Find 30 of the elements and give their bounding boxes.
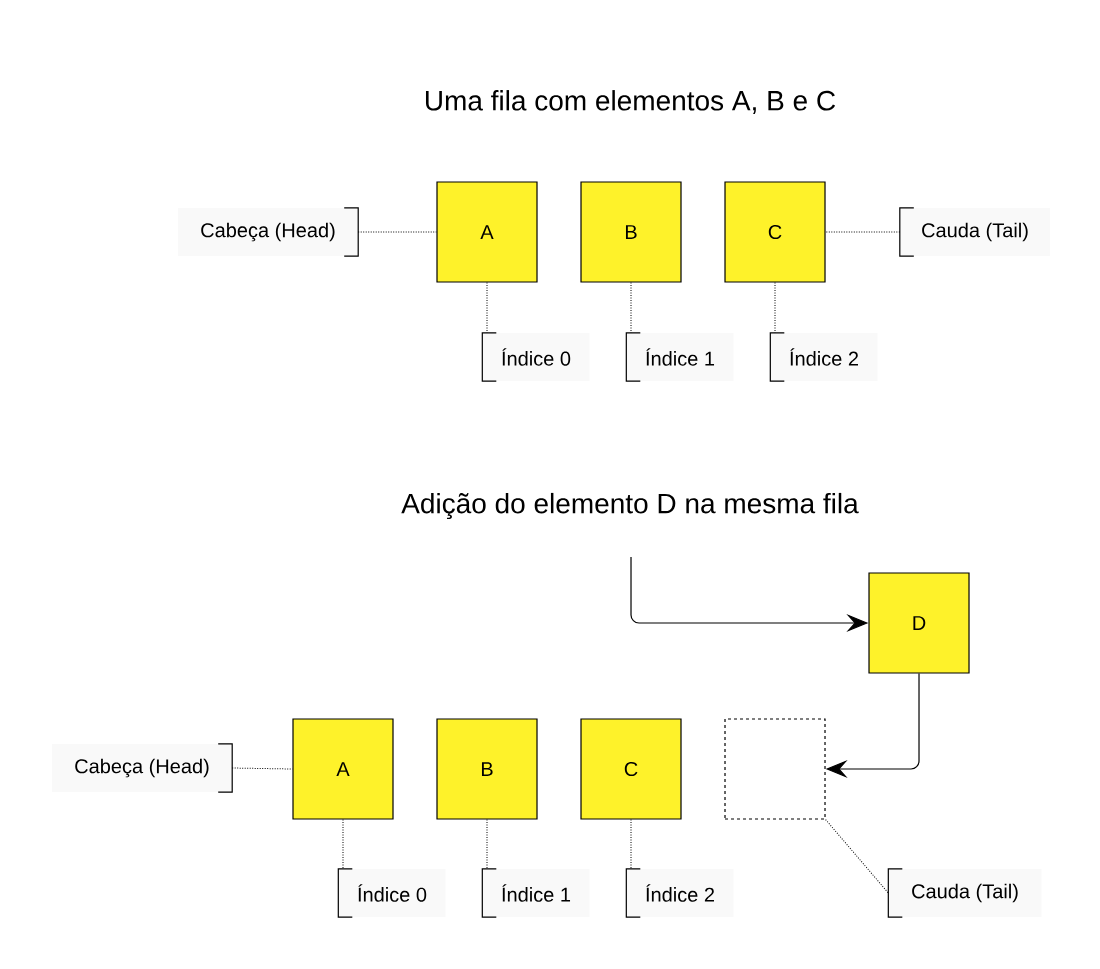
heading: Adição do elemento D na mesma fila xyxy=(401,492,859,520)
heading: Uma fila com elementos A, B e C xyxy=(426,90,836,114)
leader-line xyxy=(342,819,344,870)
callout-label: Índice 0 xyxy=(481,332,590,382)
callout-label: Índice 1 xyxy=(481,868,590,918)
callout-label: Cabeça (Head) xyxy=(52,743,233,793)
placeholder-box xyxy=(724,718,826,820)
callout-label: Índice 2 xyxy=(625,868,734,918)
leader-line xyxy=(357,231,437,233)
callout-label: Índice 1 xyxy=(625,332,734,382)
callout-label: Cauda (Tail) xyxy=(899,207,1050,257)
element-box: A xyxy=(292,718,394,820)
element-box: B xyxy=(436,718,538,820)
callout-label: Índice 0 xyxy=(337,868,446,918)
callout-label: Índice 2 xyxy=(769,332,878,382)
element-box: C xyxy=(580,718,682,820)
element-box: A xyxy=(436,181,538,283)
leader-line xyxy=(231,767,293,770)
leader-line xyxy=(630,819,632,870)
element-box: B xyxy=(580,181,682,283)
element-box: C xyxy=(724,181,826,283)
leader-line xyxy=(486,282,488,334)
leader-line xyxy=(630,282,632,334)
element-box: D xyxy=(868,572,970,674)
leader-line xyxy=(486,819,488,870)
callout-label: Cabeça (Head) xyxy=(178,207,359,257)
leader-line xyxy=(825,819,889,894)
leader-line xyxy=(774,282,776,334)
leader-line xyxy=(825,231,901,233)
callout-label: Cauda (Tail) xyxy=(887,868,1042,918)
